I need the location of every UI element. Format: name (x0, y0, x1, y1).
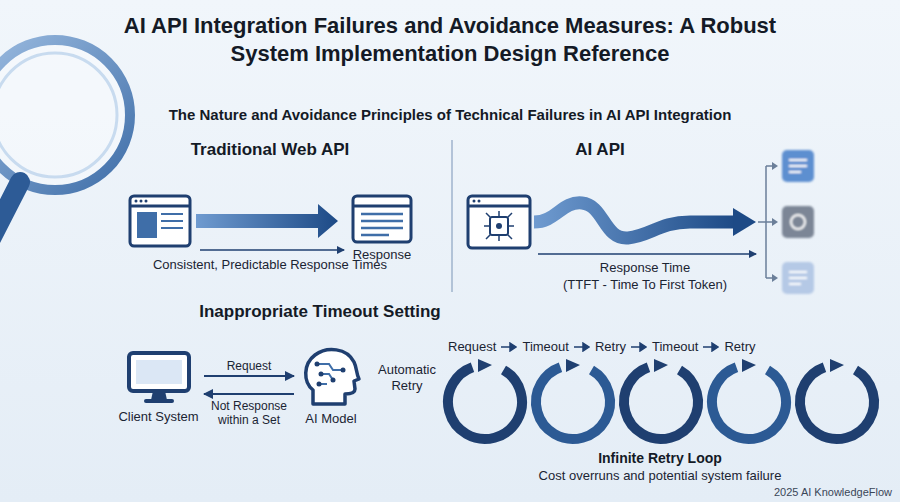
connector-arrow (204, 375, 294, 377)
retry-loop-rings (434, 351, 887, 452)
ai-app-icon (468, 196, 530, 248)
sequence-step: Timeout (522, 339, 568, 354)
output-docs (782, 150, 814, 294)
node-label: Response (347, 247, 417, 262)
magnifier-handle (0, 182, 20, 270)
wavy-arrow (534, 203, 735, 238)
node-label: AI Model (296, 411, 366, 426)
flow-arrow (196, 204, 338, 238)
ai-head-icon (299, 346, 363, 408)
fork-lines (758, 166, 772, 278)
axis-note: Response Time (545, 260, 745, 276)
loop-title: Infinite Retry Loop (540, 450, 780, 467)
seq-arrow (703, 342, 719, 352)
divider (451, 140, 453, 292)
edge-label: Request (206, 359, 292, 373)
connector-arrow (204, 393, 294, 395)
retry-sequence: Request Timeout Retry Timeout Retry (448, 339, 756, 354)
ttft-arrow (538, 253, 756, 255)
axis-note: (TTFT - Time To First Token) (525, 277, 765, 293)
response-icon (351, 194, 413, 244)
seq-arrow (631, 342, 647, 352)
watermark: 2025 AI KnowledgeFlow (740, 486, 892, 499)
monitor-icon (126, 350, 192, 406)
time-arrow (200, 249, 344, 251)
seq-arrow (501, 342, 517, 352)
section-heading: Inappropriate Timeout Setting (170, 302, 470, 322)
edge-label: Not Response within a Set (206, 399, 292, 428)
section-heading: Traditional Web API (150, 140, 390, 160)
ai-model: AI Model (296, 346, 366, 426)
sequence-step: Timeout (652, 339, 698, 354)
fork-heads (772, 162, 778, 282)
loop-note: Cost overruns and potential system failu… (500, 468, 820, 484)
subtitle: The Nature and Avoidance Principles of T… (110, 106, 790, 124)
client-system: Client System (115, 350, 202, 424)
wavy-arrowhead (733, 208, 756, 236)
node-label: Client System (115, 409, 202, 424)
retry-loop-heads (478, 359, 844, 372)
response-box: Response (347, 194, 417, 262)
browser-icon (130, 196, 190, 246)
sequence-step: Request (448, 339, 496, 354)
sequence-step: Retry (724, 339, 755, 354)
title: AI API Integration Failures and Avoidanc… (114, 12, 786, 67)
seq-arrow (574, 342, 590, 352)
section-heading: AI API (500, 140, 700, 160)
magnifier-rim (0, 53, 117, 177)
magnifier-lens (0, 40, 130, 190)
retry-note: Automatic Retry (376, 362, 438, 393)
sequence-step: Retry (595, 339, 626, 354)
